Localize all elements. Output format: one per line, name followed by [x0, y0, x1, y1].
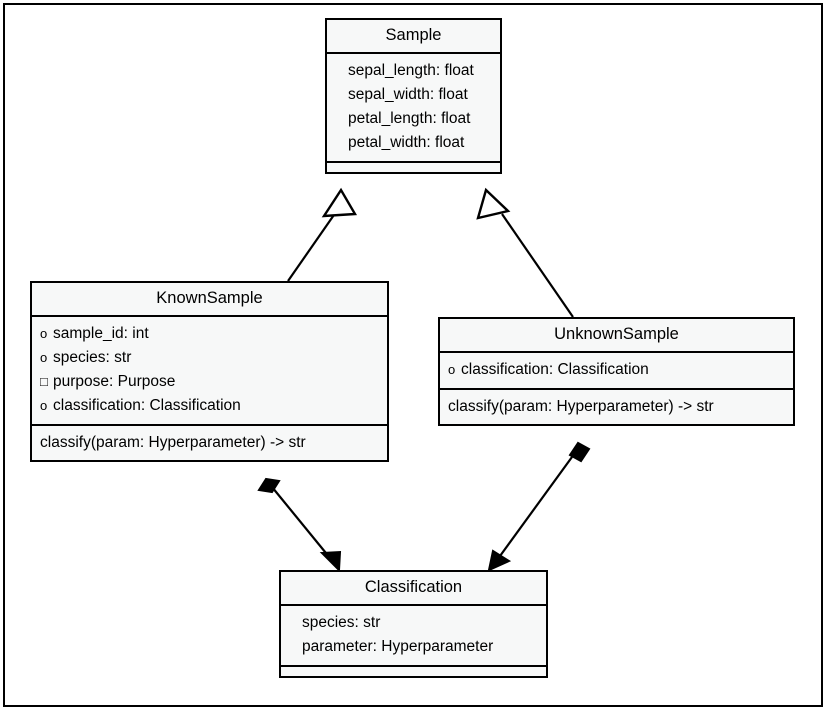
class-operations-unknownsample: classify(param: Hyperparameter) -> str — [440, 389, 793, 425]
attribute-row: petal_length: float — [335, 107, 492, 131]
class-attributes-knownsample: o sample_id: int o species: str □ purpose: … — [32, 316, 387, 427]
operation-row: classify(param: Hyperparameter) -> str — [448, 397, 714, 415]
attribute-label: petal_length: float — [348, 110, 471, 127]
class-operations-sample — [327, 163, 500, 173]
attribute-row: species: str — [289, 611, 538, 635]
attribute-label: purpose: Purpose — [53, 373, 176, 390]
class-box-unknownsample[interactable]: UnknownSample o classification: Classific… — [438, 317, 795, 427]
attribute-label: sepal_length: float — [348, 61, 474, 79]
class-box-knownsample[interactable]: KnownSample o sample_id: int o species: st… — [30, 281, 389, 463]
class-title-knownsample: KnownSample — [32, 283, 387, 317]
attribute-row: □ purpose: Purpose — [40, 370, 379, 394]
operation-row: classify(param: Hyperparameter) -> str — [40, 434, 306, 452]
attribute-row: o species: str — [40, 346, 379, 370]
class-title-sample: Sample — [327, 20, 500, 54]
visibility-marker: o — [40, 325, 48, 341]
attribute-label: parameter: Hyperparameter — [302, 637, 494, 655]
attribute-label: species: str — [53, 348, 132, 366]
visibility-marker: o — [40, 349, 48, 365]
attribute-row: o sample_id: int — [40, 322, 379, 346]
visibility-marker: o — [448, 361, 456, 377]
attribute-label: species: str — [302, 613, 381, 631]
attribute-row: parameter: Hyperparameter — [289, 635, 538, 659]
visibility-marker: o — [40, 398, 48, 414]
attribute-row: o classification: Classification — [40, 394, 379, 418]
class-attributes-unknownsample: o classification: Classification — [440, 352, 793, 390]
attribute-label: petal_width: float — [348, 134, 465, 152]
visibility-marker: □ — [40, 374, 48, 389]
attribute-row: sepal_length: float — [335, 59, 492, 83]
attribute-label: sample_id: int — [53, 324, 149, 342]
attribute-label: sepal_width: float — [348, 85, 468, 103]
class-attributes-classification: species: str parameter: Hyperparameter — [281, 605, 546, 667]
attribute-row: petal_width: float — [335, 131, 492, 155]
class-operations-knownsample: classify(param: Hyperparameter) -> str — [32, 426, 387, 461]
class-title-classification: Classification — [281, 572, 546, 606]
attribute-row: o classification: Classification — [448, 358, 785, 382]
attribute-row: sepal_width: float — [335, 83, 492, 107]
class-operations-classification — [281, 667, 546, 676]
attribute-label: classification: Classification — [461, 360, 649, 378]
attribute-label: classification: Classification — [53, 397, 241, 415]
class-box-classification[interactable]: Classification species: str parameter: H… — [279, 570, 548, 678]
class-title-unknownsample: UnknownSample — [440, 319, 793, 353]
class-box-sample[interactable]: Sample sepal_length: float sepal_width: … — [325, 18, 502, 175]
class-attributes-sample: sepal_length: float sepal_width: float p… — [327, 53, 500, 164]
